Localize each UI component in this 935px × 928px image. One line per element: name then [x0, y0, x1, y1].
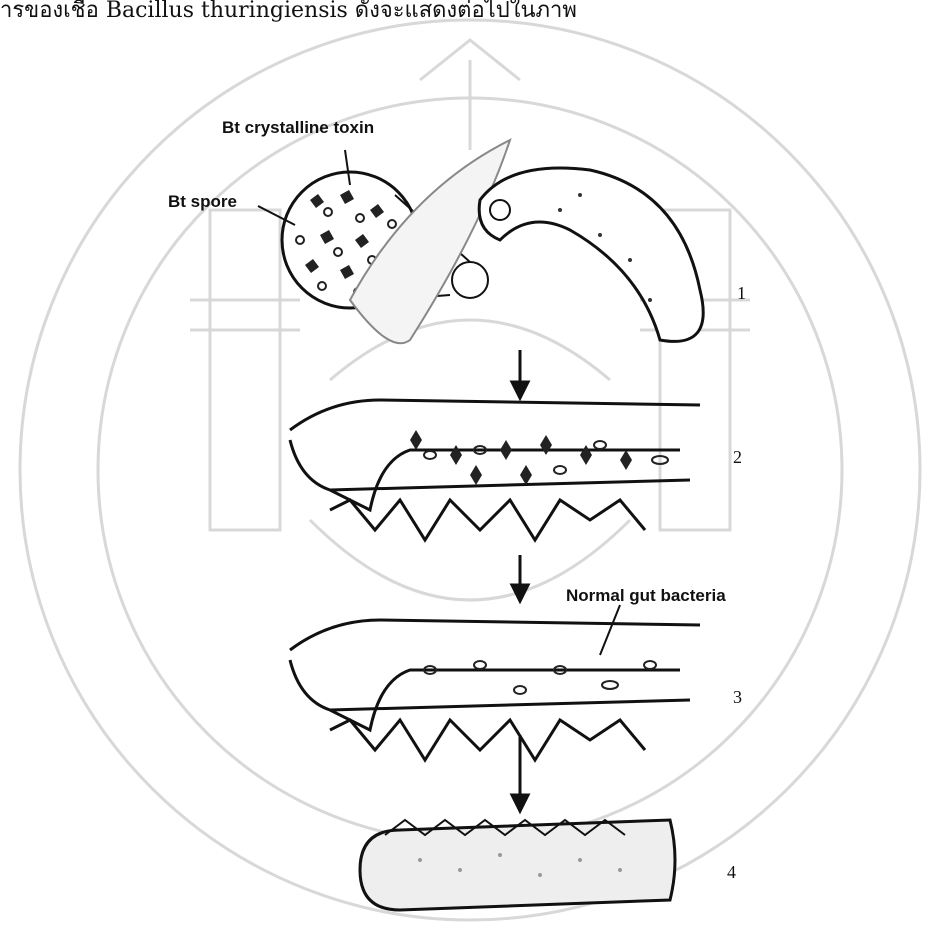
- label-normal-gut-bacteria: Normal gut bacteria: [566, 586, 726, 606]
- watermark-seal: [20, 20, 920, 920]
- stage-number-3: 3: [733, 687, 742, 708]
- label-spore: Bt spore: [168, 192, 237, 212]
- stage-number-2: 2: [733, 447, 742, 468]
- label-crystalline-toxin: Bt crystalline toxin: [222, 118, 374, 138]
- stage-number-4: 4: [727, 862, 736, 883]
- gut-section-stage-3: [290, 605, 700, 760]
- stage-number-1: 1: [737, 283, 746, 304]
- dead-caterpillar-stage-4: [360, 820, 675, 910]
- caterpillar-stage-1: [479, 168, 703, 341]
- process-arrows: [512, 350, 528, 811]
- gut-section-stage-2: [290, 400, 700, 540]
